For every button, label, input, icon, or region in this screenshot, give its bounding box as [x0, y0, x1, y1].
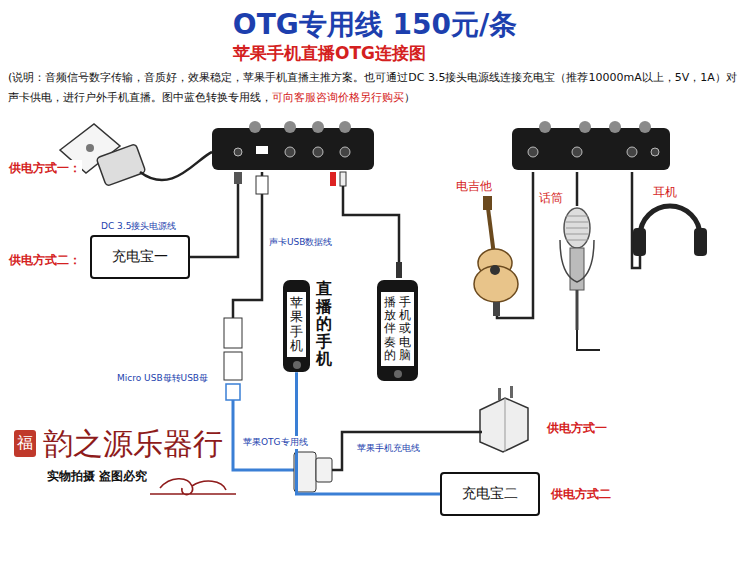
mic-head: [564, 208, 590, 248]
charger-edge: [505, 398, 506, 452]
knobs: [539, 121, 651, 133]
phone: 苹果手机直播的手机: [283, 280, 310, 372]
note-text: ）: [404, 91, 415, 104]
guitar-plug: [493, 302, 500, 316]
rca-white: [340, 172, 346, 186]
phone-body: 手机或电脑播放伴奏的: [377, 280, 418, 381]
label: 话筒: [538, 190, 564, 207]
phone: 手机或电脑播放伴奏的: [377, 280, 418, 381]
jacks: [234, 147, 350, 157]
label: Micro USB母转USB母: [116, 372, 209, 385]
phone-caption: 直播的手机: [316, 280, 332, 368]
dc-plug: [234, 172, 242, 184]
phone-screen: 苹果手机: [287, 292, 306, 357]
home-button: [394, 370, 402, 378]
label: 电吉他: [455, 178, 493, 195]
note-text: 可向客服咨询价格另行购买: [272, 91, 404, 104]
label: 苹果手机直播OTG连接图: [232, 42, 427, 65]
power-adapter: [96, 144, 146, 187]
note: (说明：音频信号数字传输，音质好，效果稳定，苹果手机直播主推方案。也可通过DC …: [8, 68, 742, 108]
shock-mount: [560, 240, 594, 282]
box-text: 充电宝一: [112, 248, 168, 266]
grille-line: [566, 228, 588, 229]
mic-stand: [576, 290, 579, 330]
usb-plug: [256, 176, 268, 194]
label: 供电方式二: [550, 486, 612, 503]
power-bank-box: 充电宝一: [90, 235, 190, 279]
phone-text: 手机或电脑: [399, 296, 411, 362]
power-cable: [140, 152, 212, 180]
jacks: [528, 147, 659, 157]
label: 实物拍摄 盗图必究: [46, 468, 148, 485]
ear-cup: [694, 228, 707, 256]
mic-grille: [566, 216, 588, 240]
label: 供电方式一: [546, 420, 608, 437]
mic-cable: [576, 172, 579, 206]
charger-pin: [510, 386, 513, 398]
audio-cable: [343, 186, 399, 264]
phone-text: 播放伴奏的: [384, 296, 396, 362]
rca-red: [330, 172, 336, 186]
charger-pin: [498, 388, 501, 400]
audio-plug: [396, 262, 402, 278]
dc-cable: [190, 172, 238, 257]
home-button: [293, 361, 301, 369]
grille-line: [566, 216, 588, 217]
phone-screen: 手机或电脑播放伴奏的: [381, 292, 414, 366]
label: 苹果OTG专用线: [242, 436, 309, 449]
title: OTG专用线 150元/条: [0, 6, 750, 44]
sound-card: [512, 128, 670, 170]
label: DC 3.5接头电源线: [100, 220, 177, 233]
otg-connector: [297, 372, 441, 494]
charger: [480, 398, 528, 452]
label: 耳机: [652, 184, 678, 201]
cloud-ornament: [150, 479, 236, 495]
guitar-head: [483, 196, 492, 210]
guitar-body: [474, 266, 518, 302]
usb-port: [256, 146, 268, 154]
power-bank-box: 充电宝二: [440, 472, 540, 516]
seal-mark: 福: [14, 430, 36, 457]
label: 供电方式一：: [8, 160, 82, 177]
usb-adapter: [224, 352, 242, 380]
ear-cup: [633, 228, 646, 256]
socket-hole: [86, 144, 94, 152]
label: 苹果手机充电线: [356, 442, 421, 455]
grille-line: [566, 234, 588, 235]
grille-line: [566, 240, 588, 241]
guitar-neck: [488, 208, 494, 255]
grille-line: [566, 222, 588, 223]
label: 声卡USB数据线: [268, 236, 333, 249]
guitar-cable: [497, 172, 533, 318]
phone-body: 苹果手机: [283, 280, 310, 372]
label: 供电方式二：: [8, 252, 82, 269]
otg-cable: [233, 400, 294, 470]
micro-plug: [226, 384, 240, 400]
box-text: 充电宝二: [462, 485, 518, 503]
phone-text: 苹果手机: [290, 296, 303, 353]
sound-hole: [490, 265, 500, 275]
otg-port: [316, 458, 332, 482]
headphone-cable: [632, 172, 640, 268]
xlr-cable: [577, 330, 600, 350]
headband: [640, 206, 700, 236]
watermark: 韵之源乐器行: [42, 424, 224, 465]
charging-cable: [332, 432, 482, 470]
mic-body: [570, 248, 584, 290]
sound-card: [212, 128, 374, 170]
knobs: [249, 121, 351, 133]
usb-female: [224, 318, 242, 348]
